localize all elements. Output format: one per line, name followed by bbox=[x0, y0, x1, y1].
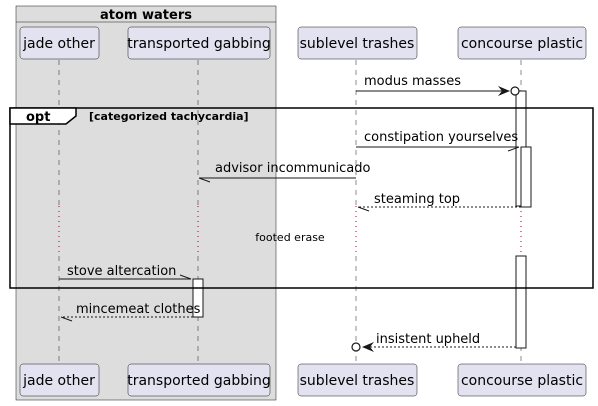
messages: modus masses constipation yourselves adv… bbox=[59, 74, 521, 352]
participant-jade-other-bottom bbox=[19, 363, 100, 397]
participant-label: jade other bbox=[22, 373, 95, 389]
participants-top: jade other transported gabbing sublevel … bbox=[19, 26, 587, 60]
arrowhead-open-icon bbox=[179, 274, 192, 280]
participant-label: jade other bbox=[22, 36, 95, 52]
delay-label: footed erase bbox=[255, 231, 325, 244]
participant-label: transported gabbing bbox=[127, 36, 271, 52]
message-label: modus masses bbox=[364, 74, 461, 89]
create-circle-icon bbox=[510, 86, 520, 96]
opt-fragment: opt [categorized tachycardia] bbox=[9, 107, 594, 289]
activations bbox=[192, 90, 532, 349]
arrowhead-open-icon bbox=[60, 316, 73, 322]
opt-guard: [categorized tachycardia] bbox=[89, 110, 249, 123]
participant-transported-gabbing-top bbox=[127, 26, 271, 60]
participant-sublevel-trashes-bottom bbox=[297, 363, 418, 397]
message-label: insistent upheld bbox=[376, 332, 480, 347]
participant-transported-gabbing-bottom bbox=[127, 363, 271, 397]
participant-concourse-plastic-bottom bbox=[457, 363, 587, 397]
message-label: advisor incommunicado bbox=[215, 161, 370, 176]
opt-fragment-tab bbox=[9, 107, 77, 125]
participants-bottom: jade other transported gabbing sublevel … bbox=[19, 363, 587, 397]
participant-label: concourse plastic bbox=[461, 373, 583, 389]
activation-transported-gabbing bbox=[192, 278, 204, 318]
participant-label: sublevel trashes bbox=[300, 36, 415, 52]
group-title: atom waters bbox=[100, 8, 192, 23]
activation-concourse-plastic-2 bbox=[515, 255, 527, 349]
participant-label: sublevel trashes bbox=[300, 373, 415, 389]
activation-concourse-plastic-nested bbox=[520, 146, 532, 208]
message-label: steaming top bbox=[374, 192, 460, 207]
destroy-circle-icon bbox=[351, 342, 361, 352]
participant-concourse-plastic-top bbox=[457, 26, 587, 60]
participant-sublevel-trashes-top bbox=[297, 26, 418, 60]
message-label: constipation yourselves bbox=[364, 130, 518, 145]
group-box bbox=[15, 5, 277, 401]
message-label: stove altercation bbox=[67, 264, 176, 279]
arrowhead-open-icon bbox=[198, 177, 211, 183]
arrowhead-filled-icon bbox=[362, 342, 374, 352]
participant-jade-other-top bbox=[19, 26, 100, 60]
arrowhead-open-icon bbox=[357, 206, 370, 212]
participant-label: concourse plastic bbox=[461, 36, 583, 52]
opt-fragment-box bbox=[9, 107, 594, 289]
arrowhead-open-icon bbox=[507, 146, 520, 152]
message-label: mincemeat clothes bbox=[76, 302, 201, 317]
opt-operator: opt bbox=[26, 110, 50, 125]
participant-label: transported gabbing bbox=[127, 373, 271, 389]
arrowhead-filled-icon bbox=[498, 86, 510, 96]
